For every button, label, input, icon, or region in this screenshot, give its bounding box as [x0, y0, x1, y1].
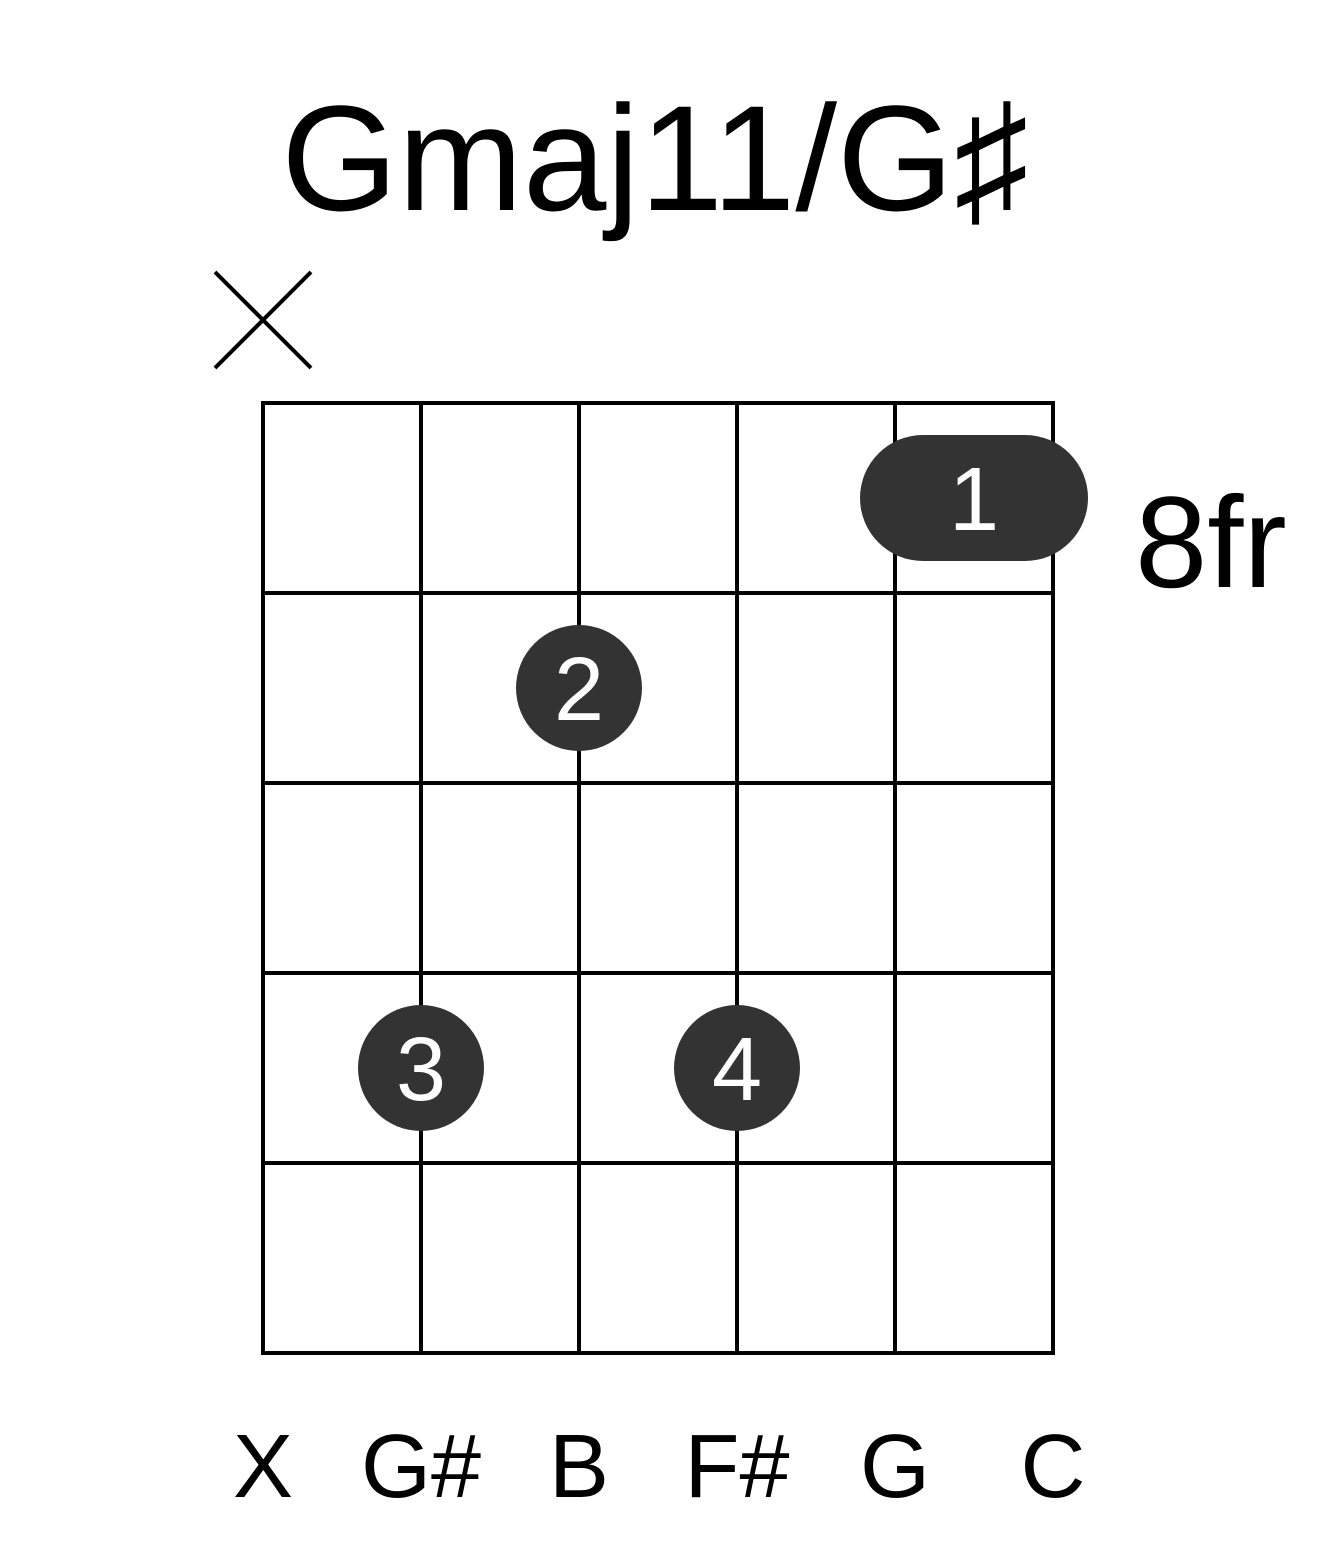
fretboard-grid	[261, 401, 1055, 1355]
finger-label-4: 4	[712, 1020, 762, 1120]
finger-label-1: 1	[949, 450, 999, 550]
finger-dot-2	[516, 625, 642, 751]
finger-positions: 1 2 3 4	[358, 435, 1088, 1131]
note-label-5: G	[860, 1417, 930, 1517]
finger-dot-4	[674, 1005, 800, 1131]
finger-dot-3	[358, 1005, 484, 1131]
barre-1	[860, 435, 1088, 561]
chord-title: Gmaj11/G♯	[281, 74, 1028, 242]
note-label-2: G#	[361, 1417, 481, 1517]
muted-x-stroke-b	[213, 270, 313, 370]
base-fret-label: 8fr	[1135, 469, 1287, 615]
string-markers	[213, 270, 313, 370]
finger-label-2: 2	[554, 640, 604, 740]
note-label-4: F#	[684, 1417, 789, 1517]
muted-string-icon	[213, 270, 313, 370]
note-label-3: B	[549, 1417, 609, 1517]
finger-label-3: 3	[396, 1020, 446, 1120]
note-label-6: C	[1021, 1417, 1086, 1517]
note-label-1: X	[233, 1417, 293, 1517]
